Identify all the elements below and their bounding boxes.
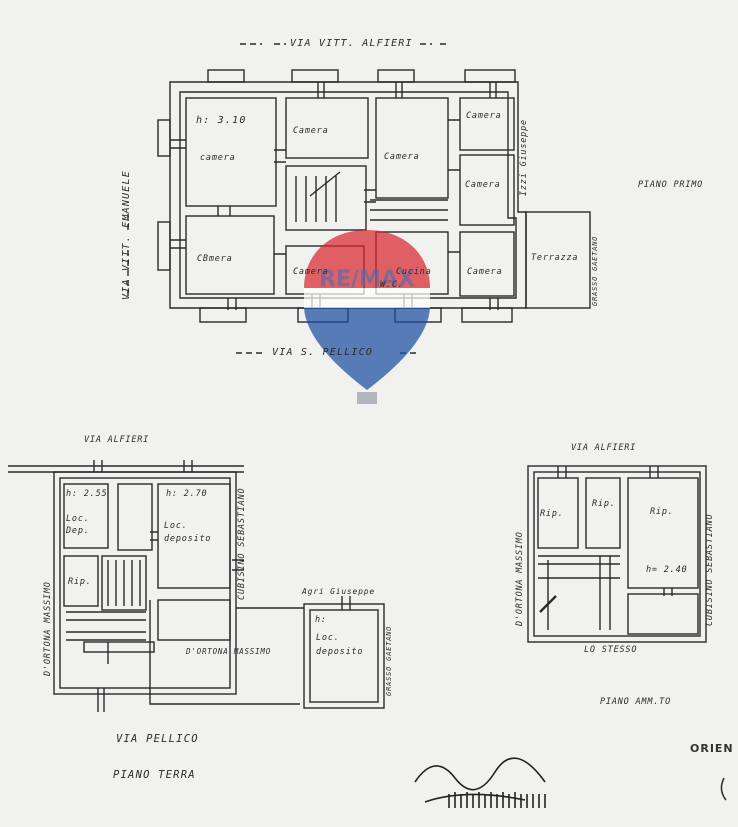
ground-neighbor-mid: D'ORTONA MASSIMO bbox=[186, 647, 272, 656]
room-label-wc: W.C. bbox=[380, 280, 404, 290]
upper-height-label: h: 3.10 bbox=[196, 115, 247, 126]
attic-height: h= 2.40 bbox=[646, 565, 688, 575]
ground-neighbor-left: D'ORTONA MASSIMO bbox=[43, 581, 53, 676]
attic-plan bbox=[527, 465, 707, 643]
room-label-loc-deposito: Loc. deposito bbox=[164, 521, 212, 544]
room-label-camera-6: CBmera bbox=[197, 254, 233, 264]
room-label-camera-5: Camera bbox=[465, 180, 501, 190]
upper-street-left: VIA VITT. EMANUELE bbox=[121, 170, 132, 300]
attic-outer-wall bbox=[527, 465, 707, 643]
ground-street-bottom: VIA PELLICO bbox=[116, 733, 199, 745]
room-label-camera-3: Camera bbox=[384, 152, 420, 162]
ground-floor-plan bbox=[8, 460, 385, 712]
attic-room-rip-3: Rip. bbox=[650, 507, 674, 517]
room-label-rip: Rip. bbox=[68, 577, 92, 587]
ground-height-left: h: 2.55 bbox=[66, 489, 108, 499]
orientation-label: ORIEN bbox=[690, 742, 734, 755]
room-label-camera-4: Camera bbox=[466, 111, 502, 121]
ground-deposit-right bbox=[303, 603, 385, 709]
ground-height-mid: h: 2.70 bbox=[166, 489, 208, 499]
ground-height-right: h: bbox=[315, 615, 327, 625]
room-label-camera-7: Camera bbox=[293, 267, 329, 277]
watermark-text: RE/MAX bbox=[319, 267, 415, 292]
ground-neighbor-far: GRASSO GAETANO bbox=[385, 625, 393, 696]
ground-outer-wall bbox=[53, 471, 237, 695]
upper-floor-name: PIANO PRIMO bbox=[638, 180, 704, 190]
attic-neighbor-bottom: LO STESSO bbox=[584, 645, 638, 655]
remax-balloon-logo: RE/MAX bbox=[304, 230, 430, 404]
attic-neighbor-left: D'ORTONA MASSIMO bbox=[515, 531, 525, 626]
ground-neighbor-top: Agri Giuseppe bbox=[302, 587, 376, 596]
attic-street-top: VIA ALFIERI bbox=[571, 443, 637, 453]
ground-neighbor-right: CUBISINO SEBASTIANO bbox=[237, 487, 247, 600]
compass-mark bbox=[720, 777, 727, 801]
terrace-label: Terrazza bbox=[531, 253, 579, 263]
room-label-kitchen: Cucina bbox=[396, 267, 432, 277]
attic-room-rip-1: Rip. bbox=[540, 509, 564, 519]
upper-neighbor-right: Izzi Giuseppe bbox=[519, 119, 529, 196]
attic-neighbor-right: CUBISINO SEBASTIANO bbox=[705, 513, 715, 626]
room-label-loc-dep: Loc. Dep. bbox=[66, 514, 90, 536]
ground-street-top: VIA ALFIERI bbox=[84, 435, 150, 445]
upper-street-top: VIA VITT. ALFIERI bbox=[290, 38, 413, 49]
ground-floor-name: PIANO TERRA bbox=[113, 769, 196, 781]
room-label-camera-1: Camera bbox=[293, 126, 329, 136]
terrace-area bbox=[525, 211, 591, 309]
attic-room-rip-2: Rip. bbox=[592, 499, 616, 509]
attic-floor-name: PIANO AMM.TO bbox=[600, 697, 672, 707]
room-label-deposit-right: Loc. deposito bbox=[316, 633, 364, 657]
room-label-camera-2: camera bbox=[200, 153, 236, 163]
room-label-camera-8: Camera bbox=[467, 267, 503, 277]
upper-neighbor-terrace: GRASSO GAETANO bbox=[591, 235, 599, 306]
signature-scribble bbox=[414, 757, 546, 808]
upper-street-bottom: VIA S. PELLICO bbox=[272, 347, 374, 358]
